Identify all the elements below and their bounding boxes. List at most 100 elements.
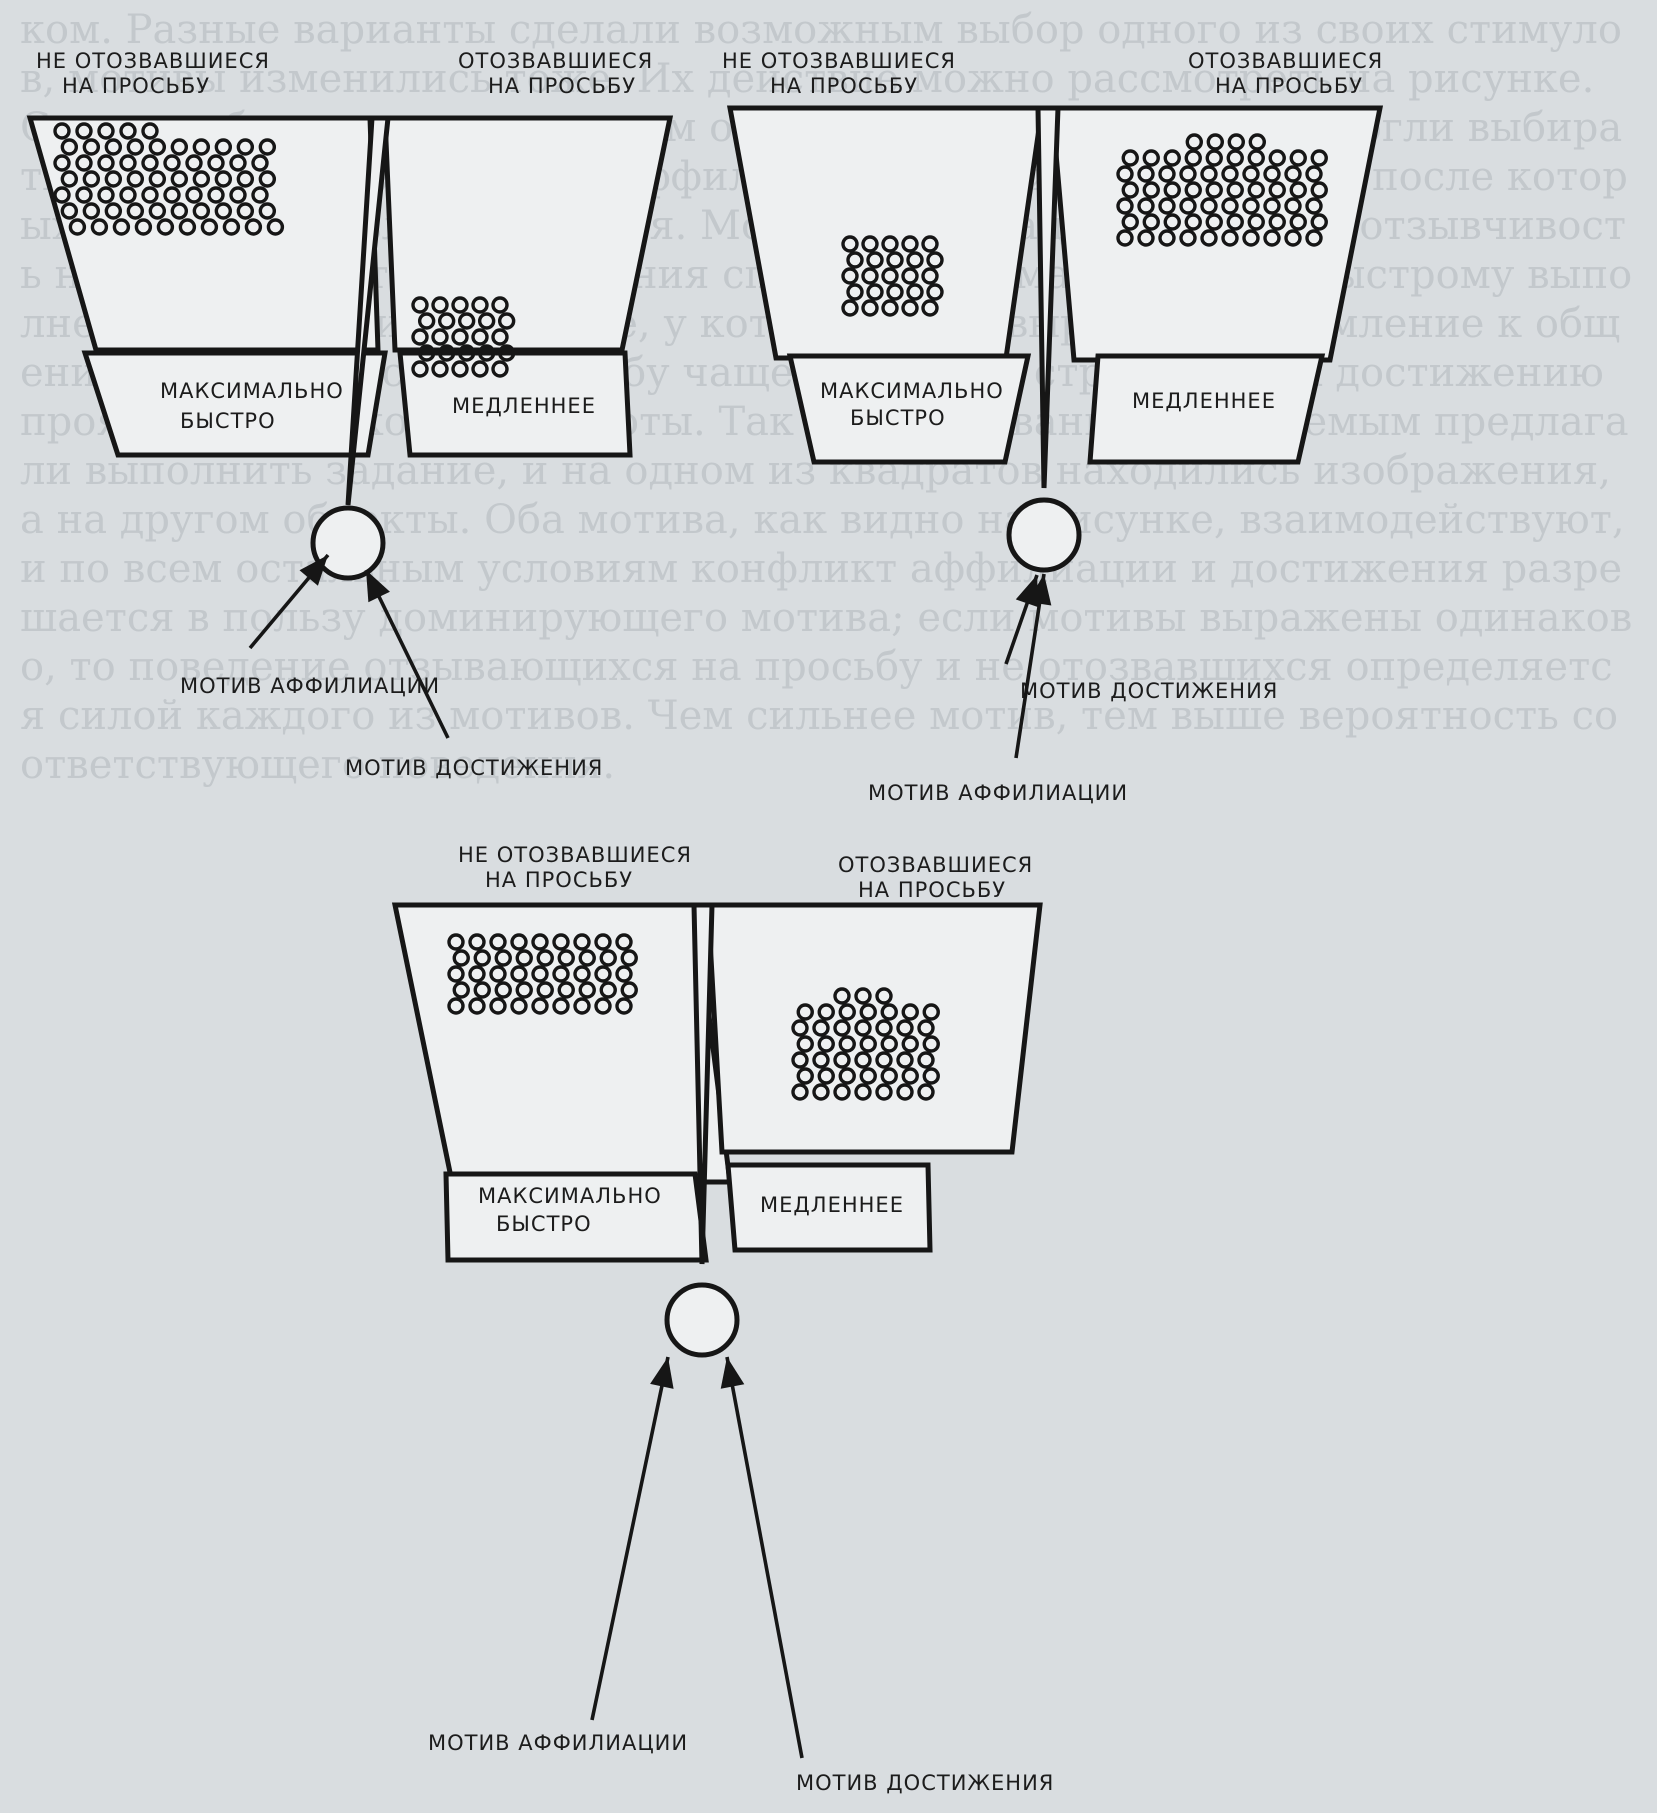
ball <box>1116 165 1134 183</box>
responded-label: НА ПРОСЬБУ <box>488 74 636 98</box>
ball <box>833 1019 851 1037</box>
ball <box>1242 165 1260 183</box>
ball <box>896 1019 914 1037</box>
slow-box <box>397 350 633 458</box>
ball <box>817 1067 835 1085</box>
ball <box>214 202 233 220</box>
ball <box>1247 181 1265 199</box>
motive-achievement-label: МОТИВ ДОСТИЖЕНИЯ <box>345 756 603 780</box>
ball <box>1184 149 1202 167</box>
ball <box>833 1083 851 1101</box>
fast-label: МАКСИМАЛЬНО <box>160 379 344 403</box>
ball <box>141 154 159 172</box>
ball <box>477 344 496 362</box>
ball <box>229 154 247 172</box>
ball <box>886 283 904 301</box>
ball <box>1242 229 1260 247</box>
ball <box>214 170 233 188</box>
ball <box>1142 213 1160 231</box>
ball <box>148 202 167 220</box>
ball <box>1284 197 1302 215</box>
ball <box>515 981 533 999</box>
ball <box>620 981 638 999</box>
ball <box>917 1019 935 1037</box>
ball <box>841 299 859 317</box>
ball <box>451 360 469 378</box>
ball <box>214 138 233 156</box>
motive-arrow-right <box>1004 574 1039 665</box>
ball <box>578 981 596 999</box>
ball <box>53 186 71 204</box>
ball <box>112 218 131 236</box>
ball <box>1184 181 1202 199</box>
ball <box>1268 181 1286 199</box>
decision-circle <box>664 1282 740 1358</box>
ball <box>1121 181 1139 199</box>
ball <box>178 218 197 236</box>
ball <box>812 1051 830 1069</box>
ball <box>921 235 939 253</box>
ball <box>170 202 189 220</box>
ball <box>1226 149 1244 167</box>
ball <box>615 933 633 951</box>
ball <box>258 170 277 188</box>
ball <box>1185 133 1204 151</box>
ball <box>266 218 285 236</box>
ball <box>594 933 612 951</box>
ball <box>1163 149 1181 167</box>
ball <box>156 218 175 236</box>
ball <box>489 933 507 951</box>
ball <box>185 154 203 172</box>
ball <box>557 981 575 999</box>
balls-responded <box>791 987 940 1101</box>
ball <box>192 202 211 220</box>
ball <box>53 154 71 172</box>
fast-box <box>786 353 1032 465</box>
ball <box>1305 229 1323 247</box>
ball <box>1158 229 1176 247</box>
ball <box>1268 213 1286 231</box>
ball <box>431 360 449 378</box>
ball <box>1221 197 1239 215</box>
ball <box>1305 165 1323 183</box>
fast-box <box>81 350 388 458</box>
ball <box>1289 213 1307 231</box>
ball <box>417 344 436 362</box>
ball <box>431 296 449 314</box>
ball <box>573 933 591 951</box>
ball <box>60 138 79 156</box>
ball <box>1184 213 1202 231</box>
ball <box>497 344 516 362</box>
ball <box>552 997 570 1015</box>
fast-box <box>443 1171 709 1263</box>
ball <box>452 949 470 967</box>
ball <box>901 1035 919 1053</box>
ball <box>1163 213 1181 231</box>
fast-label: МАКСИМАЛЬНО <box>820 379 1004 403</box>
ball <box>170 138 189 156</box>
ball <box>1227 133 1246 151</box>
balls-responded <box>411 296 516 378</box>
ball <box>875 1083 893 1101</box>
ball <box>833 987 851 1005</box>
not-responded-label: НА ПРОСЬБУ <box>485 868 633 892</box>
ball <box>841 267 859 285</box>
ball <box>119 154 137 172</box>
ball <box>846 251 864 269</box>
ball <box>1179 197 1197 215</box>
ball <box>141 122 159 140</box>
not-responded-label: НЕ ОТОЗВАВШИЕСЯ <box>458 843 692 867</box>
decision-circle <box>1006 497 1082 573</box>
ball <box>906 283 924 301</box>
motive-arrow-right <box>364 569 450 739</box>
fast-label: МАКСИМАЛЬНО <box>478 1184 662 1208</box>
ball <box>620 949 638 967</box>
balls-responded <box>1116 133 1328 247</box>
ball <box>917 1083 935 1101</box>
v-channel <box>691 902 715 1265</box>
ball <box>411 296 429 314</box>
not-responded-box <box>26 115 381 353</box>
responded-label: НА ПРОСЬБУ <box>1215 74 1363 98</box>
ball <box>552 933 570 951</box>
ball <box>1305 197 1323 215</box>
